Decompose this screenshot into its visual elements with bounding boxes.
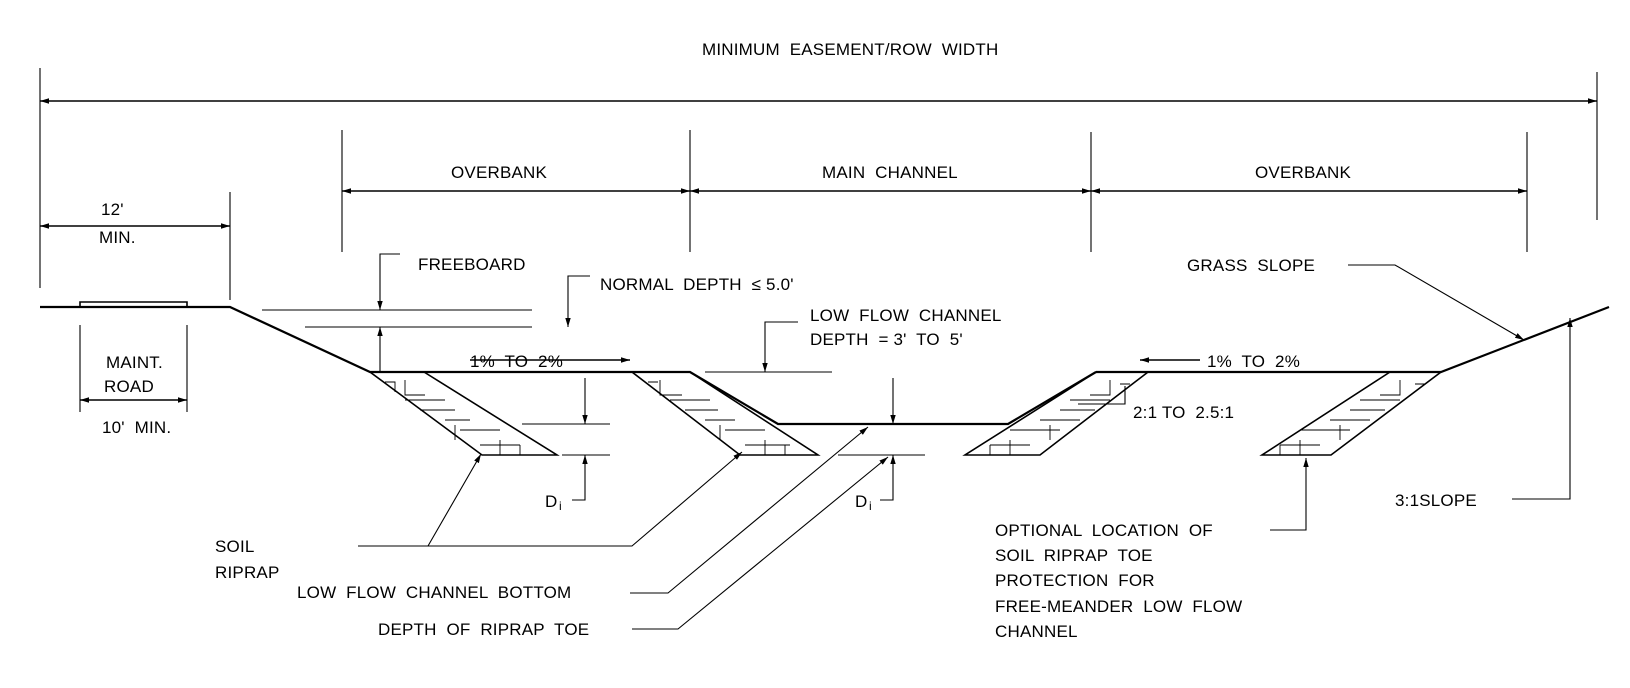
normal-depth-leader [565, 275, 590, 327]
low-flow-depth-label-line1: LOW FLOW CHANNEL [810, 306, 1002, 325]
slope-right-label: 1% TO 2% [1207, 352, 1300, 371]
riprap-depth-center: D i [838, 378, 925, 513]
normal-depth-label: NORMAL DEPTH ≤ 5.0' [600, 275, 794, 294]
di-left-label: D [545, 492, 557, 511]
left-ground-line [40, 305, 632, 374]
di-left-subscript: i [559, 499, 562, 513]
freeboard-label: FREEBOARD [418, 255, 526, 274]
riprap-toe-label: DEPTH OF RIPRAP TOE [378, 620, 589, 639]
road-top-dim-value: 12' [101, 200, 124, 219]
optional-note-line2: SOIL RIPRAP TOE [995, 546, 1153, 565]
water-levels: FREEBOARD NORMAL DEPTH ≤ 5.0' LOW FLOW C… [262, 253, 1300, 373]
grass-slope-label: GRASS SLOPE [1187, 256, 1315, 275]
optional-toe-note: OPTIONAL LOCATION OF SOIL RIPRAP TOE PRO… [995, 458, 1309, 641]
overbank-right-label: OVERBANK [1255, 163, 1352, 182]
soil-riprap-label-line2: RIPRAP [215, 563, 280, 582]
road-surface [79, 301, 188, 307]
grass-slope-callout: GRASS SLOPE [1187, 256, 1525, 341]
freeboard-leader [377, 253, 400, 310]
optional-note-line3: PROTECTION FOR [995, 571, 1155, 590]
main-channel-label: MAIN CHANNEL [822, 163, 958, 182]
easement-dimension: MINIMUM EASEMENT/ROW WIDTH [39, 40, 1598, 288]
riprap-depth-left: D i [522, 378, 610, 513]
optional-note-line1: OPTIONAL LOCATION OF [995, 521, 1213, 540]
road-bottom-dim-label: 10' MIN. [102, 418, 171, 437]
riprap-block-left-overbank [367, 371, 560, 456]
section-dimensions: OVERBANK MAIN CHANNEL OVERBANK [341, 130, 1528, 252]
riprap-block-right-overbank [1259, 371, 1444, 456]
easement-title: MINIMUM EASEMENT/ROW WIDTH [702, 40, 998, 59]
optional-note-line5: CHANNEL [995, 622, 1078, 641]
riprap-toe-callout: DEPTH OF RIPRAP TOE [378, 456, 889, 639]
soil-riprap-label-line1: SOIL [215, 537, 255, 556]
right-ground-line [1096, 305, 1610, 374]
low-flow-bottom-label: LOW FLOW CHANNEL BOTTOM [297, 583, 571, 602]
riprap-block-left-channel [629, 371, 821, 456]
low-flow-depth-leader [762, 321, 798, 372]
outer-slope-callout: 3:1SLOPE [1395, 318, 1573, 510]
overbank-left-label: OVERBANK [451, 163, 548, 182]
low-flow-bottom-callout: LOW FLOW CHANNEL BOTTOM [297, 426, 869, 602]
soil-riprap-callout: SOIL RIPRAP [215, 451, 743, 582]
low-flow-depth-label-line2: DEPTH = 3' TO 5' [810, 330, 963, 349]
road-top-dim-unit: MIN. [99, 228, 136, 247]
outer-slope-label: 3:1SLOPE [1395, 491, 1477, 510]
side-slope-label: 2:1 TO 2.5:1 [1133, 403, 1234, 422]
slope-left-label: 1% TO 2% [470, 352, 563, 371]
di-center-label: D [855, 492, 867, 511]
road-label-line1: MAINT. [106, 353, 163, 372]
road-label-line2: ROAD [104, 377, 154, 396]
maintenance-road: 12' MIN. MAINT. ROAD 10' MIN. [40, 192, 231, 437]
riprap-block-right-channel [962, 371, 1151, 456]
optional-note-line4: FREE-MEANDER LOW FLOW [995, 597, 1242, 616]
side-slope-callout: 2:1 TO 2.5:1 [1078, 386, 1234, 422]
di-center-subscript: i [869, 499, 872, 513]
